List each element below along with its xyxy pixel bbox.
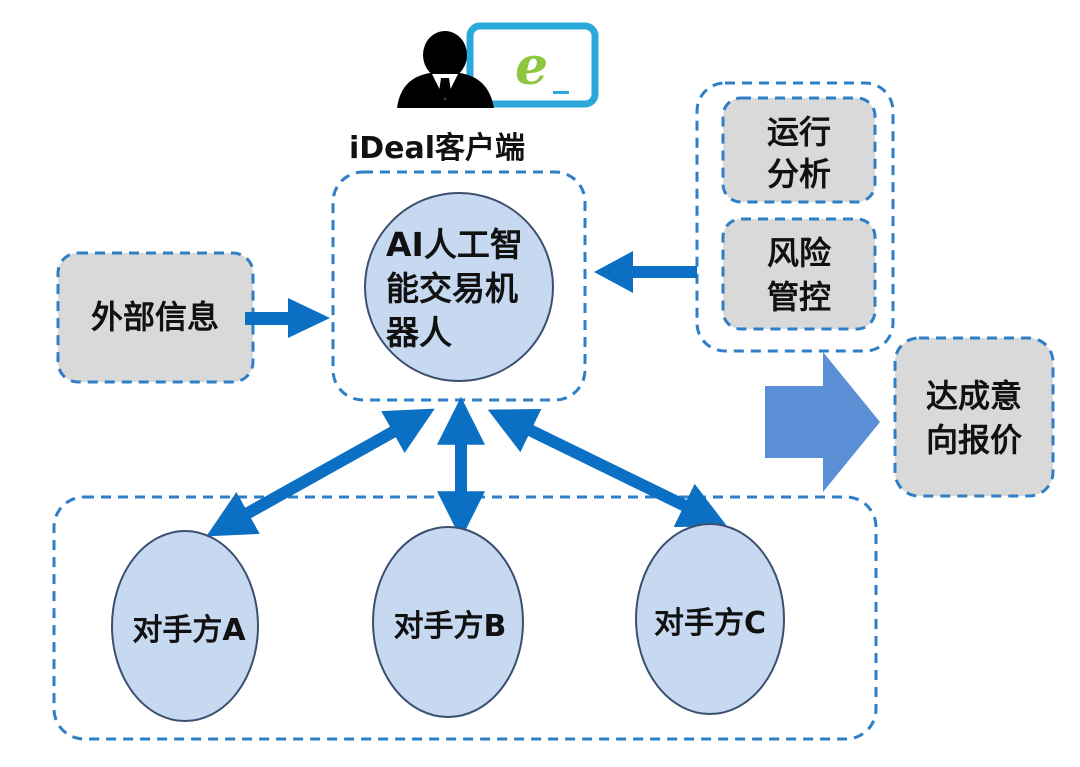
operation-analysis-line2: 分析 xyxy=(767,155,831,193)
risk-control-box[interactable] xyxy=(721,217,877,331)
client-icon: e xyxy=(397,22,599,108)
big-arrow-to-result xyxy=(765,352,880,492)
counterparty-a-node[interactable] xyxy=(111,530,259,722)
monitor-icon xyxy=(466,22,599,108)
ai-bot-label-line1: AI人工智 xyxy=(386,225,523,264)
external-info-label: 外部信息 xyxy=(91,298,219,336)
arrow-external-to-bot xyxy=(245,298,330,338)
e-logo-icon: e xyxy=(515,36,548,97)
right-group-border xyxy=(695,81,895,353)
ai-bot-label-line3: 器人 xyxy=(386,313,452,352)
risk-control-line1: 风险 xyxy=(767,234,832,272)
person-icon xyxy=(397,31,494,108)
counterparty-a-label: 对手方A xyxy=(132,613,246,648)
result-box[interactable] xyxy=(893,336,1055,498)
operation-analysis-line1: 运行 xyxy=(767,113,831,151)
arrow-right-group-to-bot xyxy=(594,251,697,293)
arrow-bot-counterparty-c xyxy=(487,409,728,527)
ai-bot-label-line2: 能交易机 xyxy=(386,269,518,308)
risk-control-line2: 管控 xyxy=(767,278,831,316)
counterparty-b-label: 对手方B xyxy=(394,609,507,644)
monitor-button xyxy=(553,91,569,94)
result-line2: 向报价 xyxy=(926,421,1022,459)
counterparty-b-node[interactable] xyxy=(372,526,524,718)
arrow-bot-counterparty-a xyxy=(206,408,435,537)
result-line1: 达成意 xyxy=(926,377,1022,415)
ai-trading-bot-node[interactable] xyxy=(364,192,554,382)
counterparty-c-node[interactable] xyxy=(635,523,785,715)
operation-analysis-box[interactable] xyxy=(721,96,877,204)
client-title: iDeal客户端 xyxy=(349,131,525,166)
counterparty-c-label: 对手方C xyxy=(654,606,766,641)
